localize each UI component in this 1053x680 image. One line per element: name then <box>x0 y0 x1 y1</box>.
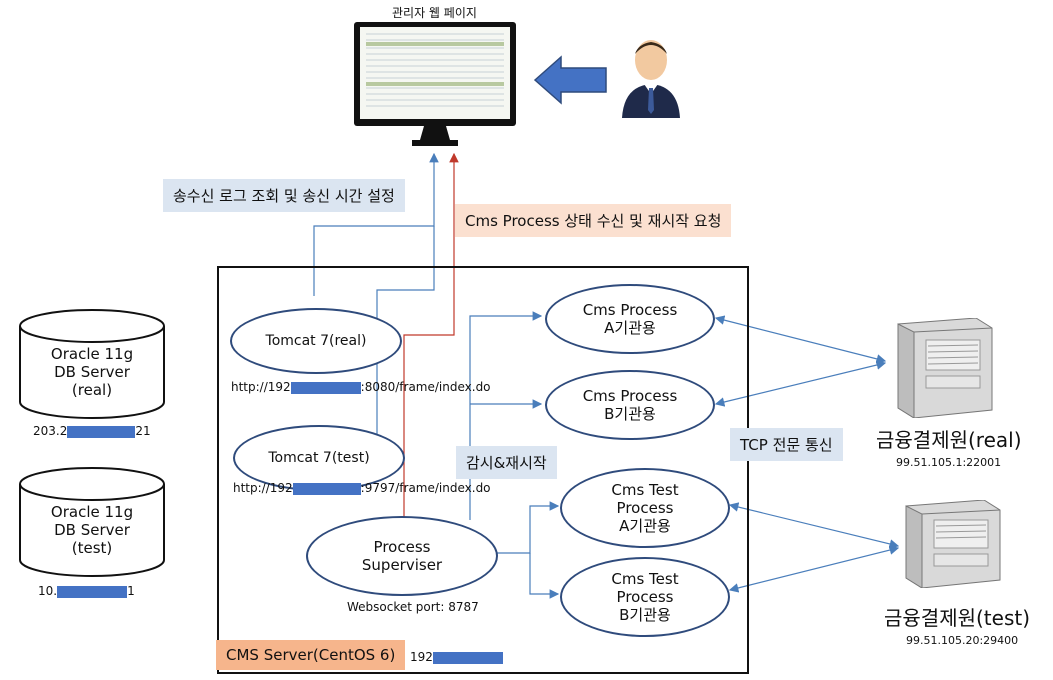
ext-real-name: 금융결제원(real) <box>876 428 1022 452</box>
db-real-cylinder <box>19 309 165 419</box>
user-arrow <box>533 55 607 105</box>
line-cms-test-a-ext-test <box>728 502 900 549</box>
line-supervisor-cms-test <box>497 501 560 554</box>
label-cms-server: CMS Server(CentOS 6) <box>216 640 406 670</box>
ext-test-name: 금융결제원(test) <box>884 606 1031 630</box>
monitor-icon <box>354 22 516 146</box>
line-supervisor-cms-test-b <box>529 553 560 599</box>
tomcat-test-url: http://192:9797/frame/index.do <box>233 481 491 495</box>
label-log-settings: 송수신 로그 조회 및 송신 시간 설정 <box>163 179 405 212</box>
db-test-ip: 10.1 <box>38 584 135 598</box>
tomcat-real-node: Tomcat 7(real) <box>230 308 402 374</box>
supervisor-line1: Process <box>373 538 431 556</box>
tomcat-real-url: http://192:8080/frame/index.do <box>231 380 491 394</box>
tomcat-test-label: Tomcat 7(test) <box>268 450 370 466</box>
server-real-icon <box>897 318 993 418</box>
label-tcp: TCP 전문 통신 <box>730 428 843 461</box>
ext-test-addr: 99.51.105.20:29400 <box>906 634 1019 647</box>
server-test-icon <box>905 500 1001 588</box>
ext-real-addr: 99.51.105.1:22001 <box>896 456 1002 469</box>
supervisor-port: Websocket port: 8787 <box>347 600 479 614</box>
line-cms-b-ext-real <box>714 360 887 407</box>
process-supervisor-node: Process Superviser <box>306 516 498 596</box>
cms-server-frame <box>217 266 749 674</box>
db-test-cylinder <box>19 467 165 577</box>
tomcat-real-label: Tomcat 7(real) <box>265 333 367 349</box>
user-icon <box>622 40 680 118</box>
label-process-status: Cms Process 상태 수신 및 재시작 요청 <box>455 204 732 237</box>
line-cms-a-ext-real <box>714 315 887 364</box>
admin-page-title: 관리자 웹 페이지 <box>392 6 477 20</box>
line-cms-test-b-ext-test <box>728 545 900 593</box>
line-supervisor-admin <box>399 152 459 526</box>
label-monitor-restart: 감시&재시작 <box>456 446 557 479</box>
supervisor-line2: Superviser <box>361 556 443 574</box>
cms-server-ip: 192 <box>410 650 503 664</box>
